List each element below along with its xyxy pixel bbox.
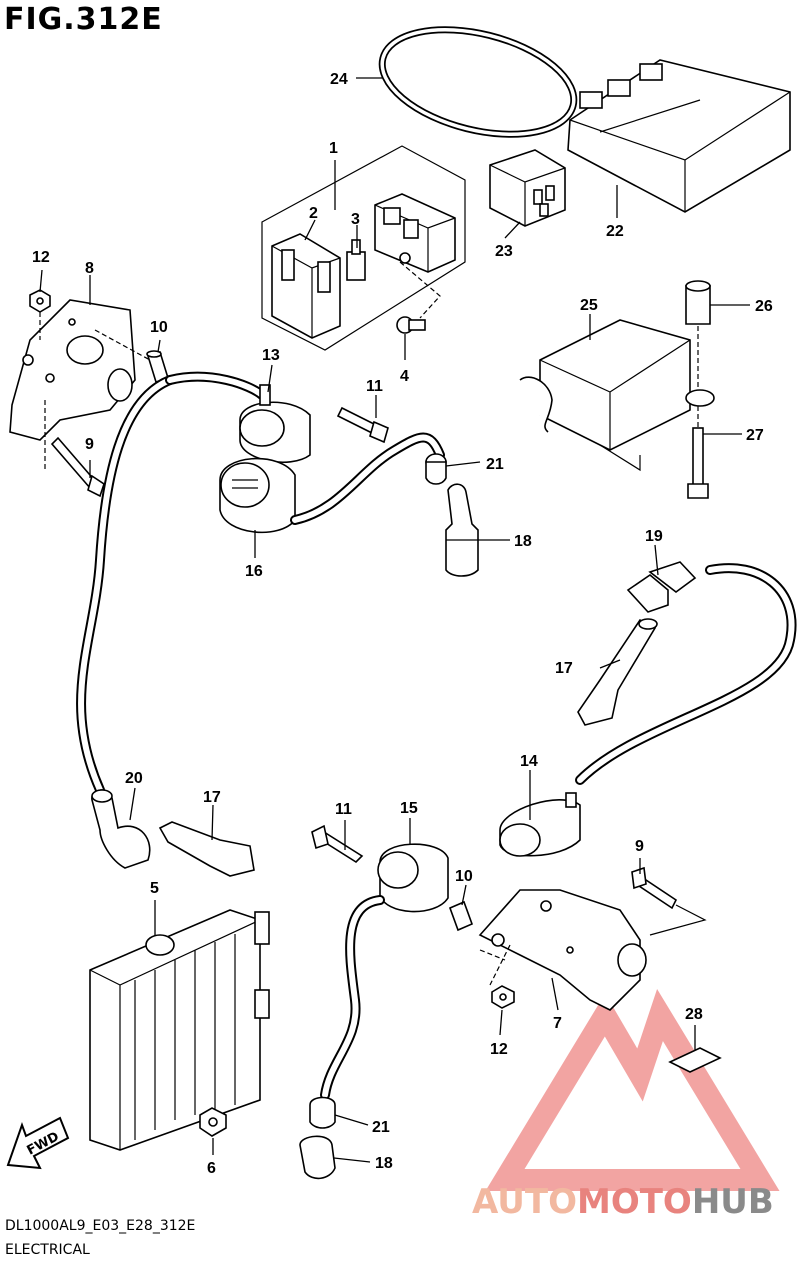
part-7-coil-bracket [478,889,647,1011]
callout-11-bottom: 11 [335,801,352,818]
callout-10-top: 10 [150,319,168,336]
part-25-module [519,319,691,472]
watermark-hub: HUB [692,1182,774,1222]
part-8-coil-bracket [9,299,136,441]
callout-10-bottom: 10 [455,868,473,885]
callout-17-right: 17 [555,660,573,677]
callout-6: 6 [207,1160,216,1177]
part-14-ignition-coil [499,792,581,857]
callout-16: 16 [245,563,263,580]
part-21-cap-top [425,453,447,485]
callout-22: 22 [606,223,624,240]
callout-19: 19 [645,528,663,545]
callout-2: 2 [309,205,318,222]
callout-24: 24 [330,71,348,88]
callout-25: 25 [580,297,598,314]
svg-text:AUTOMOTOHUB: AUTOMOTOHUB [472,1182,774,1222]
callout-4: 4 [400,368,409,385]
callout-27: 27 [746,427,764,444]
part-1-fuse-box-assembly [261,145,466,351]
part-5-regulator-rectifier [89,909,270,1151]
watermark-logo [485,988,780,1191]
callout-11-top: 11 [366,378,383,395]
part-26-collar [685,280,711,325]
callout-7: 7 [553,1015,562,1032]
watermark-moto: MOTO [577,1182,692,1222]
part-15-ignition-coil [377,843,449,913]
part-13-ignition-coil [239,384,311,463]
part-11-bolt-bottom [311,824,364,864]
part-25-mount-tab [685,389,715,407]
callout-26: 26 [755,298,773,315]
part-11-bolt-top [336,406,389,444]
part-18-plug-cap-top [445,483,479,577]
callout-18-top: 18 [514,533,532,550]
callout-13: 13 [262,347,280,364]
part-21-cap-bottom [309,1096,336,1129]
callout-1: 1 [329,140,338,157]
callout-15: 15 [400,800,418,817]
callout-9-left: 9 [85,436,94,453]
watermark-text: AUTOMOTOHUB [472,1182,774,1222]
high-tension-cord-16 [290,432,445,525]
part-28-pad [668,1047,722,1073]
part-20-plug-cap-left [91,789,151,869]
part-10-spacer-top [146,350,169,384]
part-4-screw [396,316,426,334]
diagram-code: DL1000AL9_E03_E28_312E [5,1218,196,1234]
part-17-plug-cap-right [577,618,658,726]
callout-21-top: 21 [486,456,504,473]
part-17-plug-cap-left [158,821,255,877]
part-27-bolt [687,427,709,499]
part-16-ignition-coil [219,457,296,534]
callout-5: 5 [150,880,159,897]
leader-lines [39,77,750,1163]
callout-8: 8 [85,260,94,277]
callout-28: 28 [685,1006,703,1023]
callout-9-right: 9 [635,838,644,855]
callout-20: 20 [125,770,143,787]
part-12-nut-bottom [491,985,515,1009]
part-12-nut-top [29,289,51,313]
callout-17-left: 17 [203,789,221,806]
callout-14: 14 [520,753,538,770]
part-6-nut [199,1107,227,1137]
callout-12-top: 12 [32,249,50,266]
part-22-ecm-unit [567,59,791,213]
figure-title: FIG.312E [4,2,163,37]
section-title: ELECTRICAL [5,1242,90,1258]
part-10-spacer-bottom [448,900,474,932]
fwd-arrow-icon: FWD [6,1116,70,1170]
callout-23: 23 [495,243,513,260]
part-19-plug-cap-elbow [626,561,697,613]
watermark-auto: AUTO [472,1182,577,1222]
callout-21-bottom: 21 [372,1119,390,1136]
part-18-plug-cap-bottom [299,1135,336,1180]
part-24-seal-ring [378,26,578,138]
callout-3: 3 [351,211,360,228]
part-9-bolt-left [50,436,105,498]
part-2-fuse-holder [271,233,341,339]
callout-18-bottom: 18 [375,1155,393,1172]
part-9-bolt-right [631,866,678,910]
part-1-connector-block [374,193,456,273]
part-3-fuse [346,239,366,281]
callout-numbers: 1 2 3 4 5 6 7 8 9 9 10 10 11 11 12 12 13… [32,71,773,1177]
part-23-relay [489,149,566,227]
callout-12-bottom: 12 [490,1041,508,1058]
